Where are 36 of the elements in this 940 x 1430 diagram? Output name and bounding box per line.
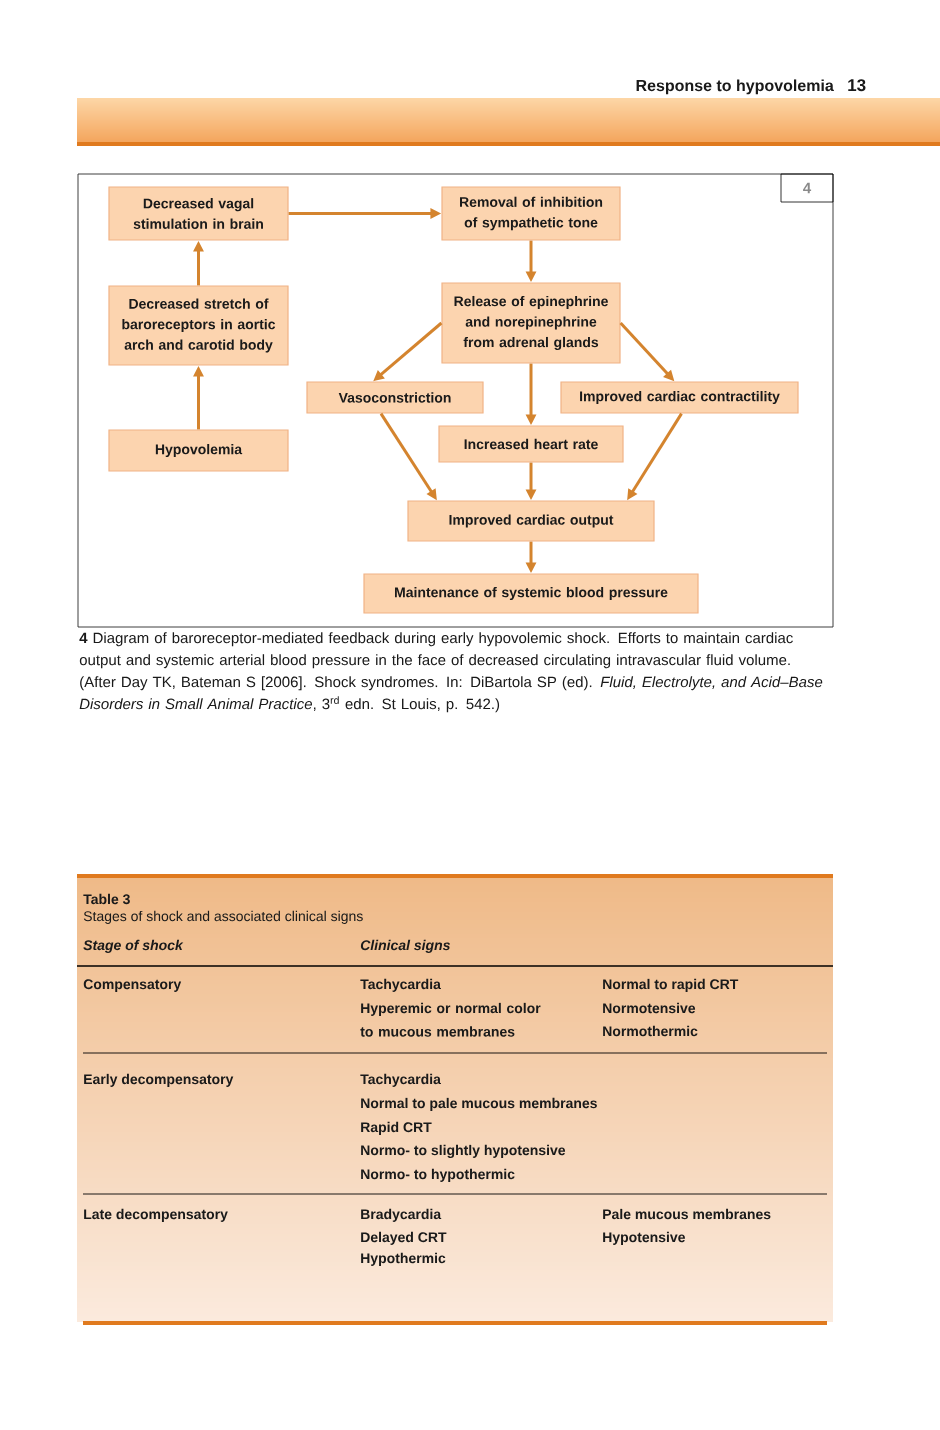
clinical-sign: Normal to pale mucous membranes: [361, 1097, 597, 1111]
clinical-sign: Bradycardia: [361, 1208, 442, 1222]
clinical-sign: Hypotensive: [603, 1231, 685, 1245]
clinical-sign: Hyperemic or normal color to mucous membranes: [360, 1002, 541, 1037]
figure-caption: 4 Diagram of baroreceptor-mediated feedback during early hypovolemic shock. Efforts to maintain cardiac output and systemic arterial blood pressure in the face of decreased circulating intravascular fluid volume. (After Day TK, Bateman S [2006]. Shock syndromes. In: DiBartola SP (ed). Fluid, Electrolyte, and Acid–Base Disorders in Small Animal Practice, 3$^{rd}$ edn. St Louis, p. 542.): [79, 632, 823, 713]
clinical-sign: Normo- to slightly hypotensive: [361, 1144, 566, 1158]
column-header: Clinical signs: [360, 939, 450, 953]
stage-name: Late decompensatory: [84, 1208, 228, 1222]
clinical-sign: Hypothermic: [361, 1252, 446, 1266]
clinical-sign: Normal to rapid CRT: [603, 978, 739, 992]
process-box: Hypovolemia: [108, 429, 289, 472]
process-box: Release of epinephrine and norepinephrine from adrenal glands: [441, 282, 621, 364]
process-box: Decreased vagal stimulation in brain: [108, 186, 289, 241]
clinical-sign: Rapid CRT: [361, 1121, 432, 1135]
clinical-sign: Normo- to hypothermic: [361, 1168, 515, 1182]
clinical-sign: Tachycardia: [360, 1073, 441, 1087]
process-box: Improved cardiac output: [407, 500, 655, 542]
stage-name: Compensatory: [83, 979, 182, 992]
page-number: 13: [848, 79, 866, 92]
process-box: Improved cardiac contractility: [560, 381, 799, 414]
clinical-sign: Tachycardia: [360, 978, 441, 992]
process-box: Decreased stretch of baroreceptors in aortic arch and carotid body: [108, 285, 289, 366]
page-header: Response to hypovolemia: [636, 79, 834, 95]
column-header: Stage of shock: [83, 939, 184, 953]
process-box: Increased heart rate: [438, 425, 624, 463]
clinical-sign: Delayed CRT: [361, 1231, 447, 1245]
stage-name: Early decompensatory: [84, 1073, 234, 1087]
table-subtitle: Stages of shock and associated clinical signs: [83, 910, 363, 924]
process-box: Removal of inhibition of sympathetic tone: [441, 186, 621, 241]
process-box: Vasoconstriction: [306, 381, 484, 414]
clinical-sign: Normotensive: [603, 1002, 696, 1014]
figure-number: 4: [780, 173, 834, 203]
process-box: Maintenance of systemic blood pressure: [363, 573, 699, 614]
clinical-sign: Normothermic: [603, 1025, 698, 1037]
clinical-sign: Pale mucous membranes: [603, 1208, 771, 1220]
table-title: Table 3: [83, 893, 130, 905]
